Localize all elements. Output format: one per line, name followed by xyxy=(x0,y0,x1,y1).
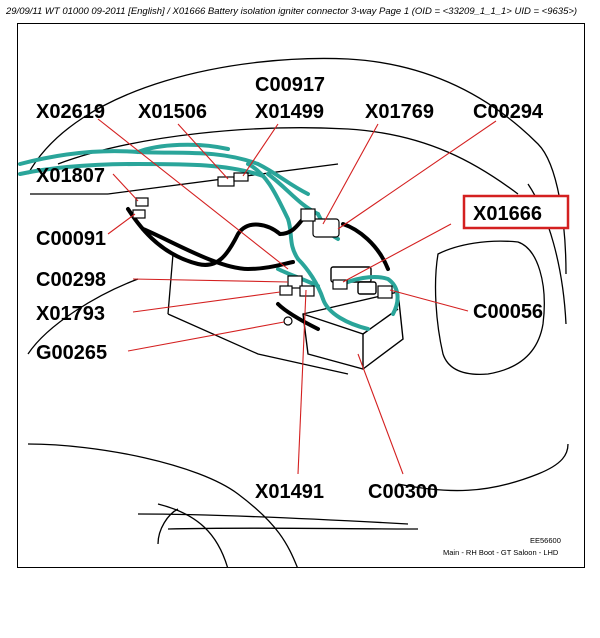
callout-c00091: C00091 xyxy=(36,228,106,250)
connector-c00091-body xyxy=(132,209,146,219)
callout-c00300: C00300 xyxy=(368,481,438,503)
connector-x01499-body xyxy=(233,172,249,182)
connector-x01506-body xyxy=(217,176,235,187)
callout-labels: C00917 X02619 X01506 X01499 X01769 C0029… xyxy=(36,74,570,503)
callout-c00056: C00056 xyxy=(473,301,543,323)
connector-x01666-body xyxy=(332,279,348,290)
connector-c00294-body xyxy=(300,208,316,222)
callout-g00265: G00265 xyxy=(36,342,107,364)
document-header: 29/09/11 WT 01000 09-2011 [English] / X0… xyxy=(6,6,578,17)
callout-c00294: C00294 xyxy=(473,101,544,123)
callout-x01793: X01793 xyxy=(36,303,105,325)
connector-x01793-body xyxy=(279,285,293,296)
callout-x01506: X01506 xyxy=(138,101,207,123)
wiring-diagram: C00917 X02619 X01506 X01499 X01769 C0029… xyxy=(18,57,570,567)
callout-x01769: X01769 xyxy=(365,101,434,123)
diagram-caption: Main - RH Boot - GT Saloon - LHD xyxy=(443,548,559,557)
callout-x01807: X01807 xyxy=(36,165,105,187)
callout-x01491: X01491 xyxy=(255,481,324,503)
connector-c00056-body xyxy=(377,285,393,299)
callout-x01499: X01499 xyxy=(255,101,324,123)
callout-x02619: X02619 xyxy=(36,101,105,123)
connector-x01807-body xyxy=(135,197,149,207)
connector-x01491-body xyxy=(299,285,315,297)
ground-g00265 xyxy=(283,316,293,326)
reference-code: EE56600 xyxy=(530,536,561,545)
callout-c00917: C00917 xyxy=(255,74,325,96)
harness-routing xyxy=(18,142,400,331)
connector-x01769-body xyxy=(312,218,340,238)
battery-cable xyxy=(126,207,390,331)
callout-c00298: C00298 xyxy=(36,269,106,291)
diagram-frame: C00917 X02619 X01506 X01499 X01769 C0029… xyxy=(17,23,585,568)
highlight-box-x01666 xyxy=(462,194,570,230)
leader-lines xyxy=(97,118,497,475)
callout-x01666: X01666 xyxy=(473,203,542,225)
